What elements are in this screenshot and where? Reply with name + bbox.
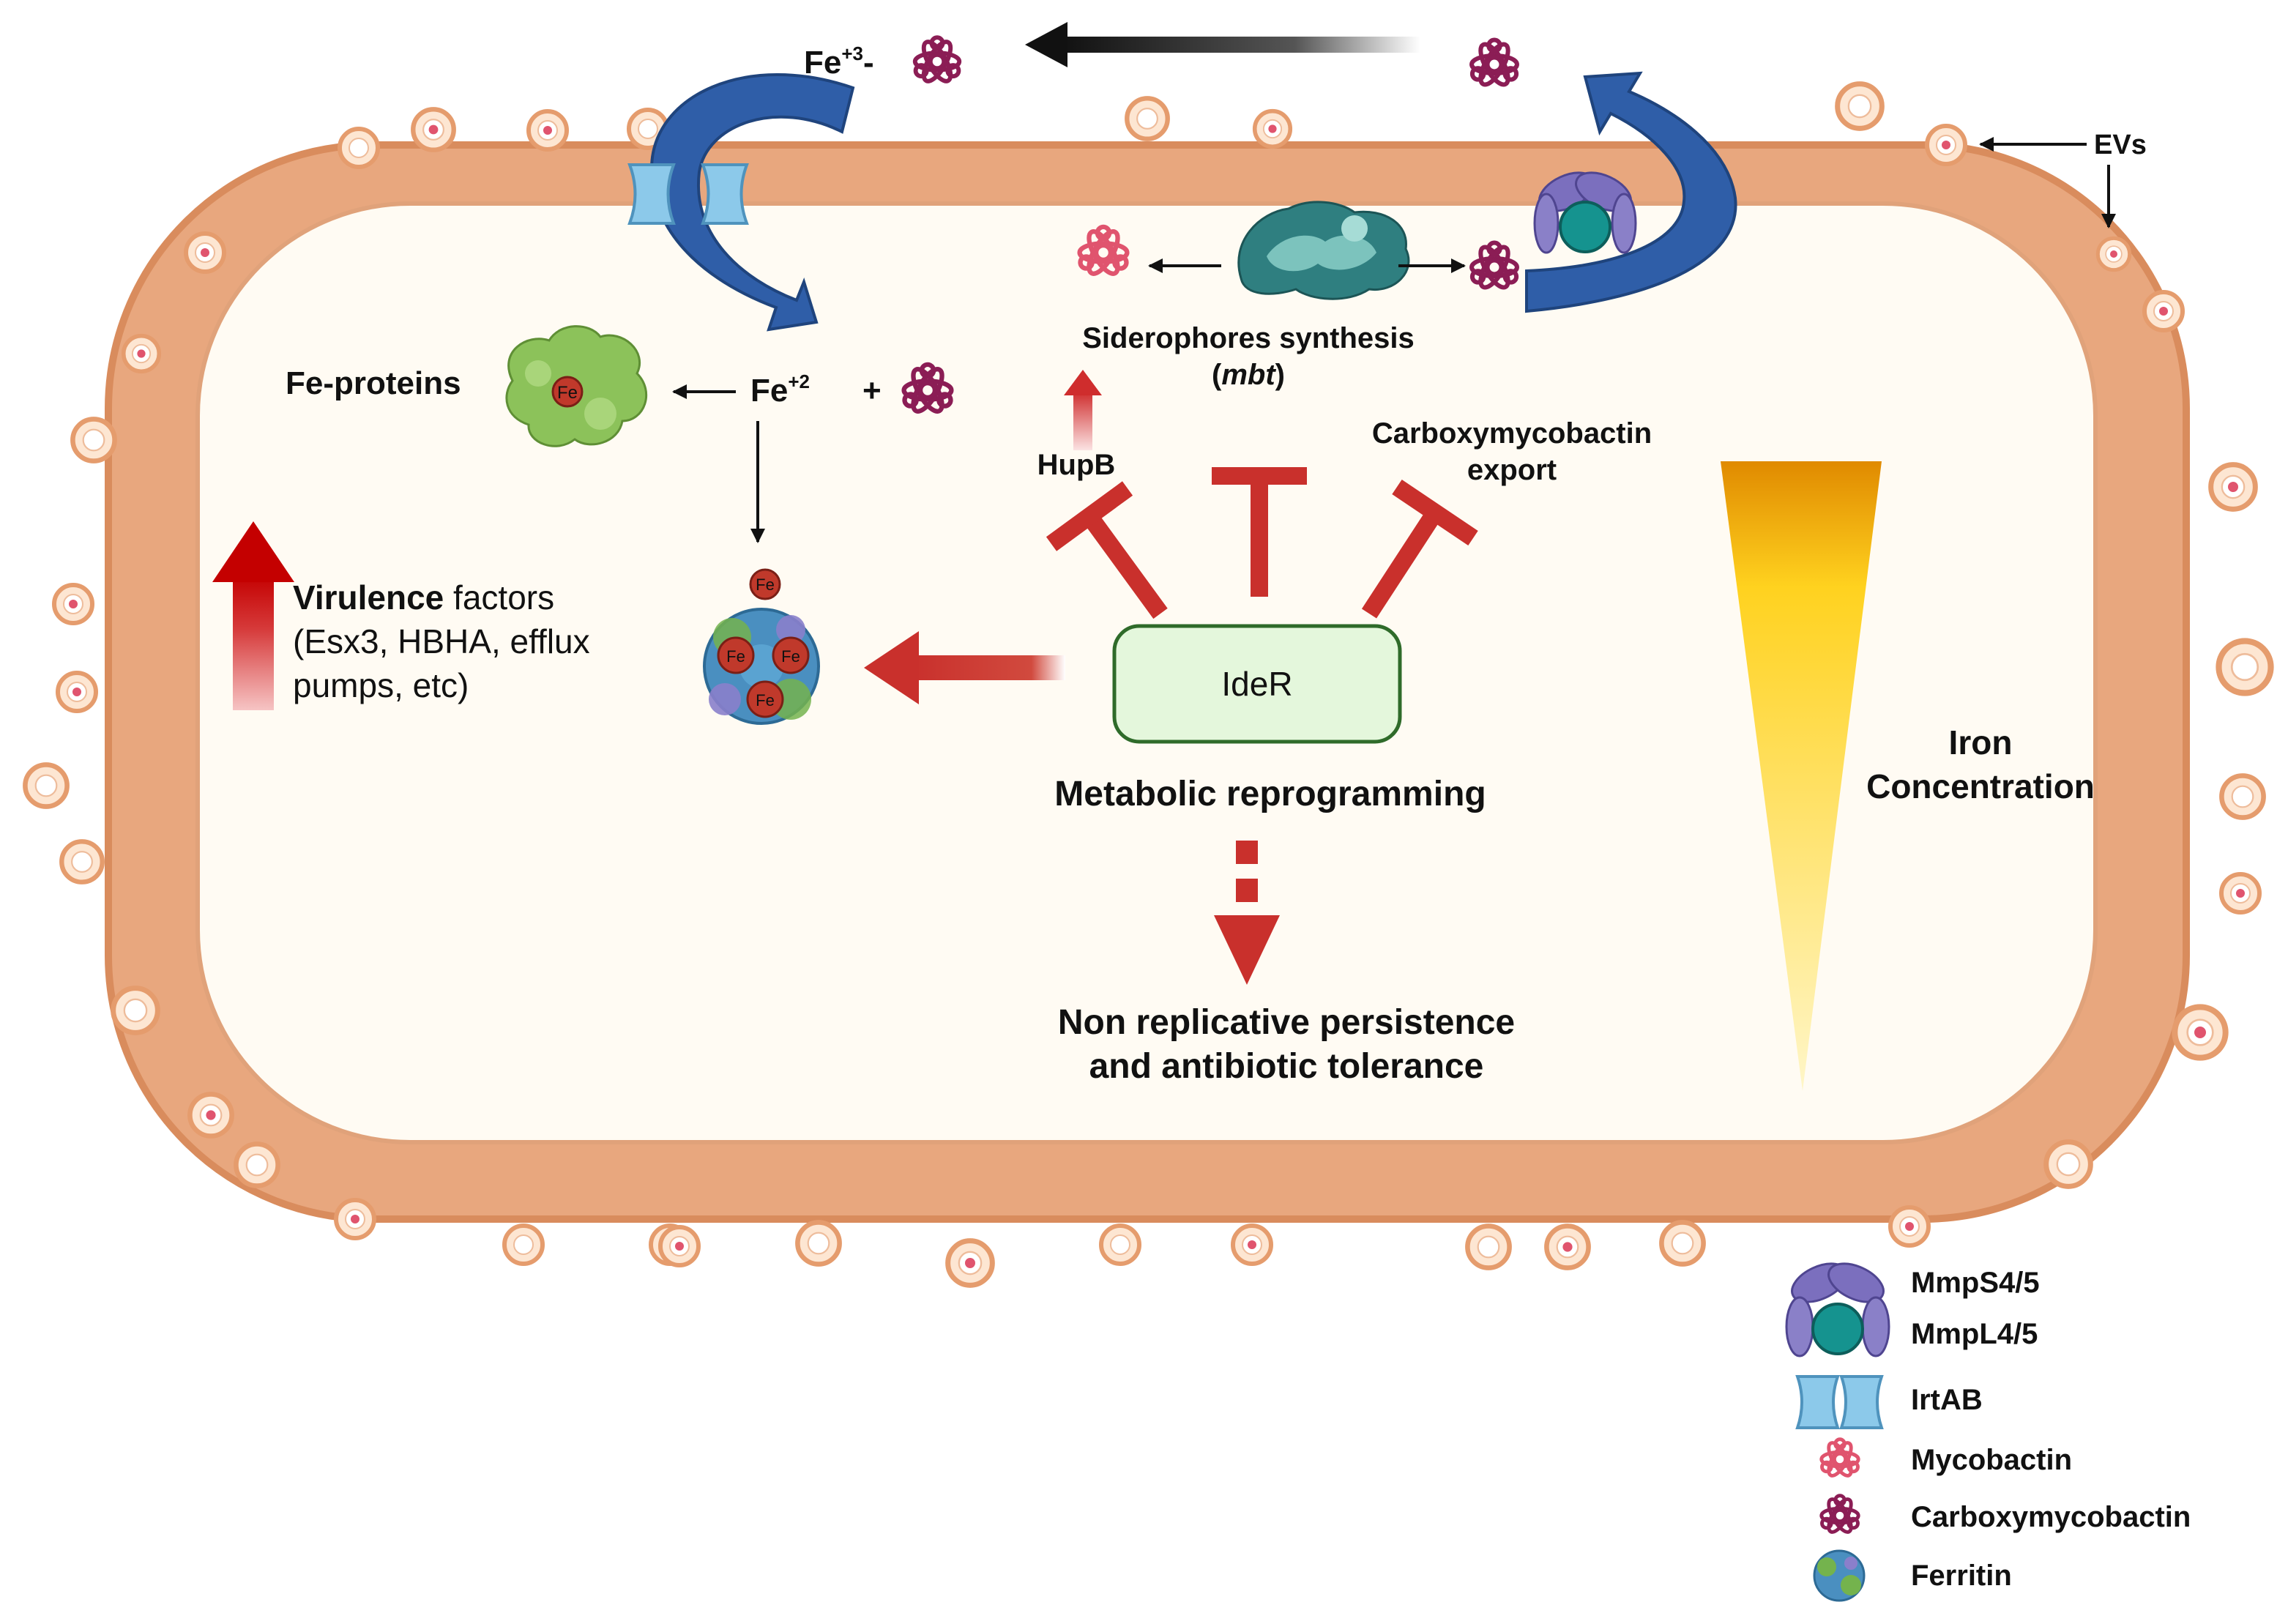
hupb-label: HupB [1037, 449, 1116, 481]
fe-symbol: Fe [781, 647, 800, 666]
mmpl-icon [1785, 1296, 1890, 1357]
fe-symbol: Fe [756, 576, 775, 594]
fe-proteins-label: Fe-proteins [286, 365, 461, 401]
legend-label: Carboxymycobactin [1911, 1501, 2191, 1533]
mmpl-mmps-complex [1533, 171, 1637, 254]
vesicle [2221, 874, 2259, 912]
vesicle [529, 111, 567, 149]
vesicle [2175, 1007, 2225, 1057]
carboxymycobactin-icon [1822, 1496, 1858, 1535]
carboxymycobactin-icon [1472, 40, 1517, 88]
svg-text:Fe+3-: Fe+3- [804, 42, 874, 81]
svg-text:Fe+2: Fe+2 [750, 370, 810, 409]
export-arrow [1025, 22, 1420, 67]
legend-label: MmpS4/5 [1911, 1267, 2040, 1299]
carboxy-export-label-2: export [1467, 454, 1557, 486]
plus-sign: + [862, 373, 882, 409]
vesicle [1233, 1226, 1271, 1264]
persistence-label-1: Non replicative persistence [1058, 1003, 1515, 1042]
fe-symbol: Fe [726, 647, 745, 666]
ider-ferritin-arrow [864, 631, 1065, 704]
virulence-label-1: Virulence factors [293, 578, 554, 617]
legend-label: Ferritin [1911, 1560, 2012, 1592]
iron-label-1: Iron [1949, 723, 2013, 761]
vesicle [1838, 84, 1882, 129]
ider-inhibition-lines [1046, 467, 1478, 619]
vesicle [236, 1144, 277, 1185]
ferritin-icon [1813, 1549, 1866, 1602]
vesicle [58, 673, 96, 711]
vesicle [62, 841, 102, 882]
mycobactin-icon [1822, 1439, 1858, 1479]
vesicle [504, 1226, 543, 1264]
vesicle [186, 234, 224, 272]
fe-protein-icon: Fe [505, 325, 648, 447]
vesicle [1127, 98, 1167, 138]
metabolic-reprogramming-label: Metabolic reprogramming [1054, 775, 1486, 813]
free-fe-icon: Fe [749, 568, 781, 600]
ferritin-complex: Fe Fe Fe [703, 608, 820, 725]
fe-symbol: Fe [557, 383, 578, 403]
legend-label: Mycobactin [1911, 1444, 2072, 1476]
vesicle [1101, 1226, 1139, 1264]
iron-import-arrow [649, 73, 855, 332]
fe-symbol: Fe [756, 691, 775, 709]
ider-label: IdeR [1221, 665, 1292, 703]
fe3-label: Fe+3- [804, 42, 874, 81]
vesicle [1546, 1226, 1588, 1267]
siderophore-export-arrow [1525, 71, 1737, 313]
vesicle [25, 764, 67, 806]
vesicle [2211, 465, 2256, 510]
ider-box: IdeR [1112, 624, 1402, 744]
vesicle [948, 1241, 993, 1286]
vesicle [124, 336, 160, 372]
vesicle [2221, 775, 2263, 817]
vesicle [1467, 1226, 1509, 1267]
vesicle [2144, 292, 2183, 330]
mbt-label: (mbt) [1212, 359, 1285, 391]
mbt-enzyme-icon [1237, 201, 1410, 300]
vesicle [336, 1200, 374, 1238]
persistence-label-2: and antibiotic tolerance [1089, 1047, 1484, 1086]
vesicle [72, 419, 114, 461]
irtab-icon [1795, 1375, 1884, 1429]
vesicle [2046, 1142, 2091, 1187]
vesicle [340, 129, 378, 167]
vesicle [113, 988, 158, 1033]
persistence-dashed-arrow [1214, 841, 1280, 985]
hupb-up-arrow [1064, 370, 1102, 450]
iron-concentration-wedge [1721, 461, 1882, 1091]
vesicle [413, 109, 453, 149]
irtab-icon [627, 163, 749, 225]
legend: MmpS4/5 MmpL4/5 IrtAB Mycobactin Carboxy… [1785, 1262, 2191, 1602]
vesicle [1661, 1222, 1703, 1264]
vesicle [54, 585, 92, 623]
legend-label: IrtAB [1911, 1384, 1983, 1416]
vesicle [1255, 111, 1291, 147]
virulence-label-3: pumps, etc) [293, 666, 469, 704]
vesicle [190, 1094, 231, 1136]
vesicle [797, 1222, 839, 1264]
legend-label: MmpL4/5 [1911, 1318, 2038, 1350]
evs-label: EVs [2094, 130, 2147, 160]
iron-label-2: Concentration [1866, 767, 2095, 805]
carboxy-export-label-1: Carboxymycobactin [1372, 417, 1652, 450]
vesicle [1927, 126, 1965, 164]
vesicle [2218, 641, 2270, 693]
virulence-label-2: (Esx3, HBHA, efflux [293, 622, 590, 660]
siderophores-synthesis-label: Siderophores synthesis [1082, 322, 1414, 354]
virulence-up-arrow [212, 521, 294, 710]
vesicle [660, 1227, 698, 1265]
fe2-label: Fe+2 [750, 370, 810, 409]
mmps-icon [1791, 1262, 1885, 1303]
vesicle [2098, 238, 2129, 269]
carboxymycobactin-icon [915, 37, 959, 85]
vesicle [1890, 1207, 1929, 1245]
